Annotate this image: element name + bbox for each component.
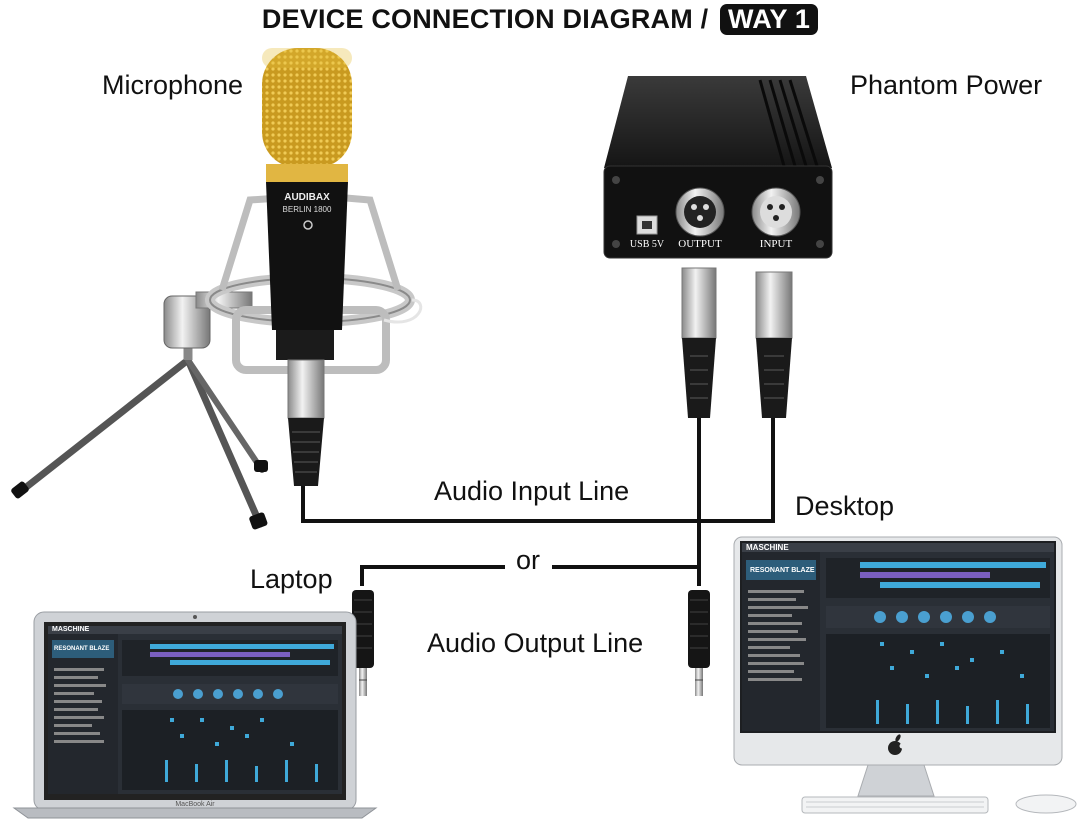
laptop-model-text: MacBook Air: [175, 801, 215, 808]
laptop-software-name: MASCHINE: [52, 626, 89, 633]
desktop-audio-jack: [688, 590, 710, 696]
laptop-label: Laptop: [250, 564, 333, 595]
desktop-label: Desktop: [795, 491, 894, 522]
laptop-branch-wire: [362, 567, 505, 586]
desktop-software-name: MASCHINE: [746, 543, 789, 552]
phantom-power-label: Phantom Power: [850, 70, 1042, 101]
port-usb-label: USB 5V: [630, 239, 665, 250]
microphone-illustration: [10, 48, 421, 530]
port-output-label: OUTPUT: [678, 238, 722, 250]
audio-output-line-label: Audio Output Line: [427, 628, 643, 659]
laptop-project-name: RESONANT BLAZE: [54, 646, 109, 652]
port-input-label: INPUT: [760, 238, 793, 250]
audio-input-line-label: Audio Input Line: [434, 476, 629, 507]
desktop-project-name: RESONANT BLAZE: [750, 567, 815, 574]
mic-model-text: BERLIN 1800: [283, 205, 332, 214]
mic-brand-text: AUDIBAX: [284, 192, 330, 203]
laptop-illustration: [14, 612, 376, 818]
desktop-illustration: [734, 537, 1076, 813]
or-label: or: [516, 545, 540, 576]
microphone-label: Microphone: [102, 70, 243, 101]
